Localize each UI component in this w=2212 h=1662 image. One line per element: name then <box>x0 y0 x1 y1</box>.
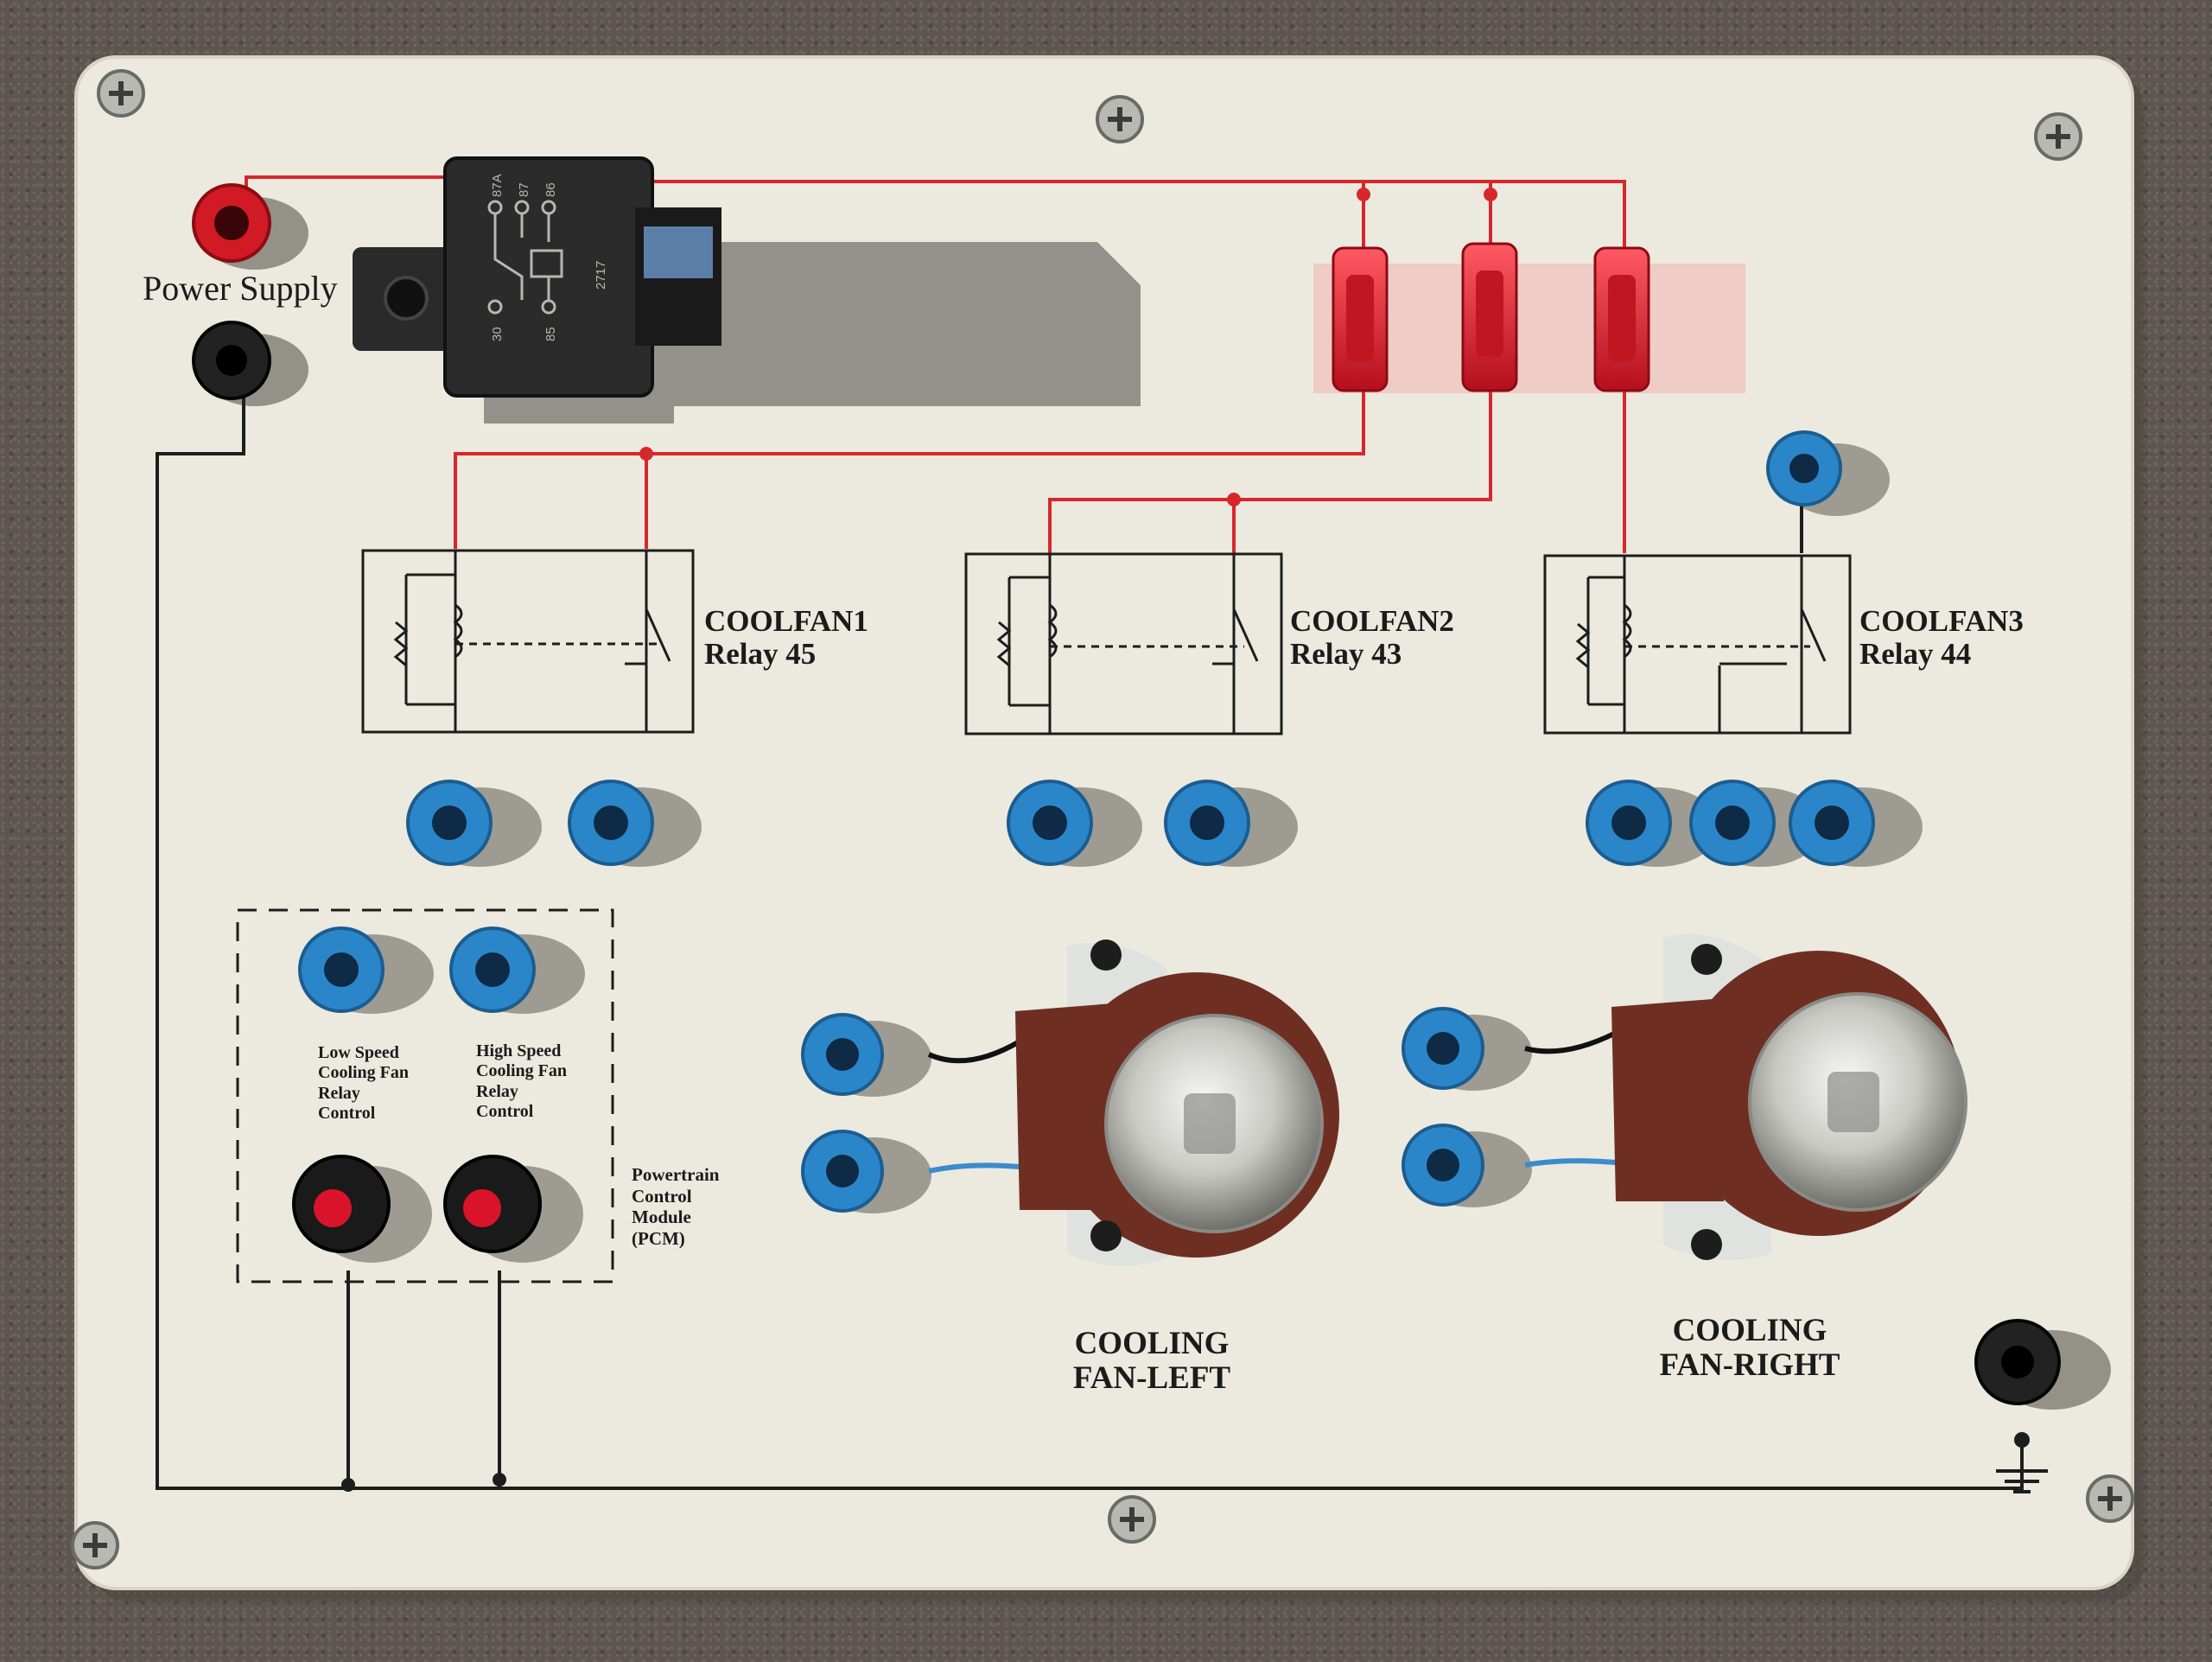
fan-left-leads <box>927 1039 1021 1174</box>
high-speed-push-button[interactable] <box>443 1155 583 1263</box>
jack-fan-left-b[interactable] <box>801 1130 931 1213</box>
coolfan2-label: COOLFAN2 Relay 43 <box>1290 605 1454 671</box>
high-speed-line: Cooling Fan <box>476 1061 568 1081</box>
screw-icon <box>1108 1495 1156 1544</box>
relay-part-number: 2717 <box>594 261 608 290</box>
power-positive-jack[interactable] <box>192 183 308 270</box>
high-speed-line: Relay <box>476 1081 518 1101</box>
pcm-dashed-box <box>236 908 614 1283</box>
fan-right-line: COOLING <box>1672 1313 1827 1348</box>
pcm-label: Powertrain Control Module (PCM) <box>632 1164 719 1249</box>
relay-pin-87: 87 <box>517 182 531 197</box>
coolfan2-name: COOLFAN2 <box>1290 604 1454 638</box>
jack-high-speed-control[interactable] <box>449 927 585 1014</box>
fan-left-line: COOLING <box>1074 1326 1230 1361</box>
high-speed-label: High Speed Cooling Fan Relay Control <box>476 1041 567 1123</box>
coolfan1-name: COOLFAN1 <box>704 604 868 638</box>
jack-coolfan2-a[interactable] <box>1007 780 1142 867</box>
cooling-fan-right-label: COOLING FAN-RIGHT <box>1650 1314 1849 1383</box>
fan-left-bulb <box>1015 939 1339 1266</box>
jack-coolfan2-b[interactable] <box>1164 780 1298 867</box>
high-speed-line: High Speed <box>476 1041 562 1060</box>
low-speed-line: Cooling Fan <box>318 1063 410 1083</box>
pcm-line: Module <box>632 1207 691 1228</box>
fan-right-bulb <box>1611 933 1967 1260</box>
jack-low-speed-control[interactable] <box>298 927 434 1014</box>
screw-icon <box>97 69 145 118</box>
relay-schematic-coolfan3 <box>1543 554 1852 735</box>
coolfan1-relay: Relay 45 <box>704 636 817 671</box>
jack-coolfan3-input[interactable] <box>1766 430 1890 516</box>
red-junctions <box>639 188 1497 506</box>
pcm-line: Powertrain <box>632 1164 720 1185</box>
jack-fan-right-b[interactable] <box>1402 1124 1532 1207</box>
ground-symbol-icon <box>1996 1432 2048 1493</box>
black-junctions <box>341 1473 506 1492</box>
screws <box>71 69 2134 1570</box>
jack-fan-right-a[interactable] <box>1402 1007 1532 1091</box>
relay-schematic-coolfan1 <box>361 549 695 734</box>
jack-coolfan1-a[interactable] <box>406 780 542 867</box>
fuse-1[interactable] <box>1332 246 1389 392</box>
relay-pin-86: 86 <box>543 182 558 197</box>
jack-coolfan3-a[interactable] <box>1586 780 1719 867</box>
main-relay: 87A 87 86 30 85 2717 <box>353 156 1141 423</box>
coolfan1-label: COOLFAN1 Relay 45 <box>704 605 868 671</box>
fuse-3[interactable] <box>1593 246 1650 392</box>
fuse-2[interactable] <box>1461 242 1518 392</box>
coolfan3-label: COOLFAN3 Relay 44 <box>1859 605 2024 671</box>
low-speed-line: Relay <box>318 1083 360 1103</box>
screw-icon <box>2086 1474 2134 1523</box>
low-speed-push-button[interactable] <box>292 1155 432 1263</box>
screw-icon <box>1096 95 1144 143</box>
relay-pin-87a: 87A <box>490 174 505 197</box>
pcm-line: Control <box>632 1185 692 1207</box>
screw-icon <box>2034 112 2082 161</box>
cooling-fan-left-label: COOLING FAN-LEFT <box>1052 1327 1251 1396</box>
screw-icon <box>71 1521 119 1570</box>
high-speed-line: Control <box>476 1102 534 1122</box>
relay-schematic-coolfan2 <box>964 552 1283 735</box>
coolfan3-name: COOLFAN3 <box>1859 604 2024 638</box>
power-negative-jack[interactable] <box>192 321 308 406</box>
coolfan3-relay: Relay 44 <box>1859 636 1972 671</box>
fan-left-line: FAN-LEFT <box>1072 1360 1231 1396</box>
fan-right-leads <box>1524 1030 1618 1168</box>
low-speed-label: Low Speed Cooling Fan Relay Control <box>318 1043 409 1124</box>
relay-pin-85: 85 <box>543 327 558 341</box>
low-speed-line: Control <box>318 1104 376 1124</box>
fan-right-line: FAN-RIGHT <box>1659 1347 1840 1383</box>
jack-coolfan3-b[interactable] <box>1689 780 1823 867</box>
low-speed-line: Low Speed <box>318 1043 399 1062</box>
relay-pin-30: 30 <box>490 327 505 341</box>
jack-coolfan3-c[interactable] <box>1789 780 1923 867</box>
jack-fan-left-a[interactable] <box>801 1013 931 1097</box>
jack-coolfan1-b[interactable] <box>568 780 702 867</box>
pcm-line: (PCM) <box>632 1227 685 1249</box>
coolfan2-relay: Relay 43 <box>1290 636 1402 671</box>
power-supply-label: Power Supply <box>143 269 338 308</box>
ground-jack[interactable] <box>1974 1319 2111 1410</box>
